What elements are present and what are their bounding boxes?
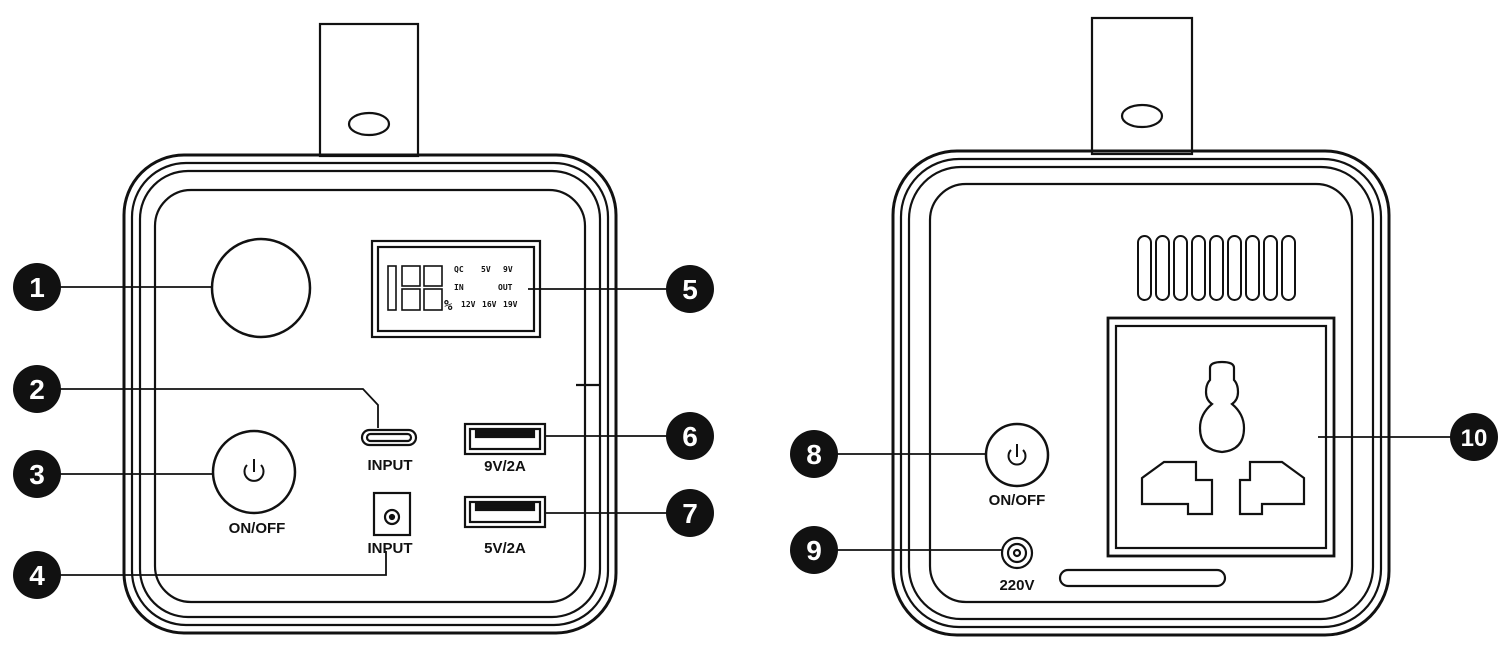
callout-9: 9: [790, 526, 838, 574]
back-labels: ON/OFF 220V: [989, 492, 1046, 594]
usb-a-port-top-tongue: [474, 429, 536, 439]
ac-outlet-top-slot: [1198, 360, 1246, 454]
callout-5: 5: [666, 265, 714, 313]
lcd-9v: 9V: [503, 265, 513, 274]
front-unit: [122, 22, 618, 635]
leader-lines: [58, 286, 1472, 576]
lcd-out: OUT: [498, 283, 513, 292]
lcd-12v: 12V: [461, 300, 476, 309]
usb-a-port-bottom-tongue: [474, 502, 536, 512]
back-power-icon: [1007, 444, 1027, 466]
front-power-icon: [243, 459, 265, 482]
back-body-mid: [899, 157, 1383, 629]
lcd-indicators: % QC 5V 9V IN OUT 12V 16V 19V: [444, 265, 518, 314]
bottom-slot: [1058, 568, 1227, 588]
ac-outlet-left-slot: [1140, 460, 1214, 516]
callout-6: 6: [666, 412, 714, 460]
front-body-inner: [138, 169, 602, 619]
front-power-label: ON/OFF: [229, 520, 286, 537]
back-power-label: ON/OFF: [989, 492, 1046, 509]
lcd-19v: 19V: [503, 300, 518, 309]
dc-220v-label: 220V: [999, 577, 1034, 594]
callout-badges: 1 2 3 4 5 6 7 8: [13, 263, 1498, 599]
lcd-percent: %: [444, 298, 453, 314]
dc-input-ring: [383, 508, 401, 526]
usb-a-port-top-inner: [468, 427, 542, 451]
lcd-5v: 5V: [481, 265, 491, 274]
front-body-mid: [130, 161, 610, 627]
lcd-qc: QC: [454, 265, 464, 274]
dc-input-port[interactable]: [372, 491, 412, 537]
back-handle-hole: [1120, 103, 1164, 129]
callout-7-number: 7: [682, 498, 698, 529]
callout-1: 1: [13, 263, 61, 311]
front-body-outer: [122, 153, 618, 635]
dc-220v-ring: [1006, 542, 1028, 564]
callout-8: 8: [790, 430, 838, 478]
back-power-button[interactable]: [984, 422, 1050, 488]
back-panel-face: [928, 182, 1354, 604]
usb-c-port-inner: [365, 432, 413, 443]
ac-outlet-face[interactable]: [1114, 324, 1328, 550]
callout-9-number: 9: [806, 535, 822, 566]
vent-grille: [1137, 235, 1296, 301]
callout-6-number: 6: [682, 421, 698, 452]
lcd-in: IN: [454, 283, 464, 292]
ac-outlet-right-slot: [1238, 460, 1306, 516]
dc-input-pin: [388, 513, 396, 521]
callout-3-number: 3: [29, 459, 45, 490]
ac-outlet-frame: [1106, 316, 1336, 558]
front-panel-face: [153, 188, 587, 604]
front-labels: INPUT INPUT ON/OFF 9V/2A 5V/2A % QC 5V 9…: [229, 265, 526, 557]
usb-a-port-bottom[interactable]: [463, 495, 547, 529]
callout-4: 4: [13, 551, 61, 599]
back-body-outer: [891, 149, 1391, 637]
lcd-digits: [387, 265, 443, 311]
lcd-16v: 16V: [482, 300, 497, 309]
front-round-lamp: [210, 237, 312, 339]
callout-2: 2: [13, 365, 61, 413]
front-power-button[interactable]: [211, 429, 297, 515]
usb-a-top-label: 9V/2A: [484, 458, 526, 475]
callout-5-number: 5: [682, 274, 698, 305]
usb-a-port-top[interactable]: [463, 422, 547, 456]
usb-a-port-bottom-inner: [468, 500, 542, 524]
dc-input-label: INPUT: [368, 540, 413, 557]
callout-3: 3: [13, 450, 61, 498]
back-handle: [1090, 16, 1194, 156]
front-handle: [318, 22, 420, 158]
dc-220v-socket[interactable]: [1000, 536, 1034, 570]
back-unit: [891, 16, 1391, 637]
callout-10-number: 10: [1461, 425, 1488, 452]
back-body-inner: [907, 165, 1375, 621]
callout-10: 10: [1450, 413, 1498, 461]
callout-2-number: 2: [29, 374, 45, 405]
callout-7: 7: [666, 489, 714, 537]
dc-220v-pin: [1012, 548, 1022, 558]
callout-1-number: 1: [29, 272, 45, 303]
front-handle-hole: [347, 111, 391, 137]
usb-a-bottom-label: 5V/2A: [484, 540, 526, 557]
callout-8-number: 8: [806, 439, 822, 470]
callout-4-number: 4: [29, 560, 45, 591]
usb-c-input-label: INPUT: [368, 457, 413, 474]
usb-c-port[interactable]: [360, 428, 418, 447]
